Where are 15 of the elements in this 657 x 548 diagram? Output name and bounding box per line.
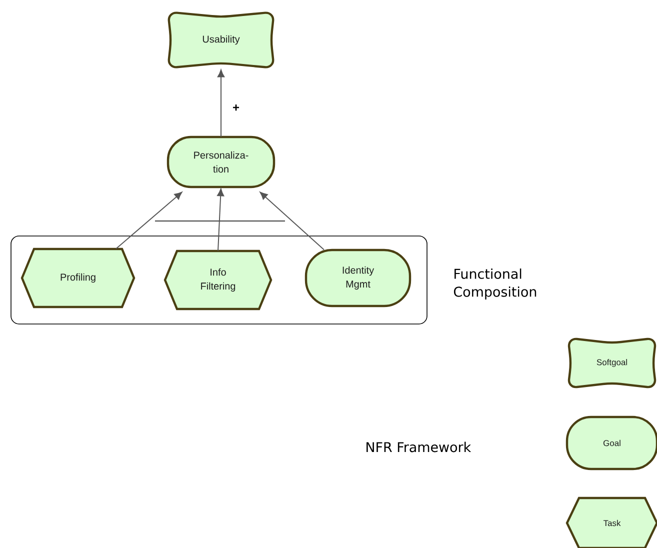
goal-box: Identity Mgmt xyxy=(304,248,412,308)
framework-label: NFR Framework xyxy=(366,442,472,452)
goal-box: Personaliza- tion xyxy=(166,136,276,188)
task-hexagon: Task xyxy=(566,496,657,548)
arrow xyxy=(217,69,225,138)
task-hexagon: Info Filtering xyxy=(164,250,272,310)
arrow xyxy=(260,192,324,250)
task-hexagon: Profiling xyxy=(20,248,136,308)
arrow xyxy=(217,188,224,252)
softgoal-cloud: Softgoal xyxy=(568,338,656,388)
softgoal-cloud: Usability xyxy=(168,12,274,68)
arrow xyxy=(116,192,182,250)
node-label: Functional Composition xyxy=(454,268,536,300)
edge-label: + xyxy=(233,104,240,111)
goal-box: Goal xyxy=(566,416,657,470)
